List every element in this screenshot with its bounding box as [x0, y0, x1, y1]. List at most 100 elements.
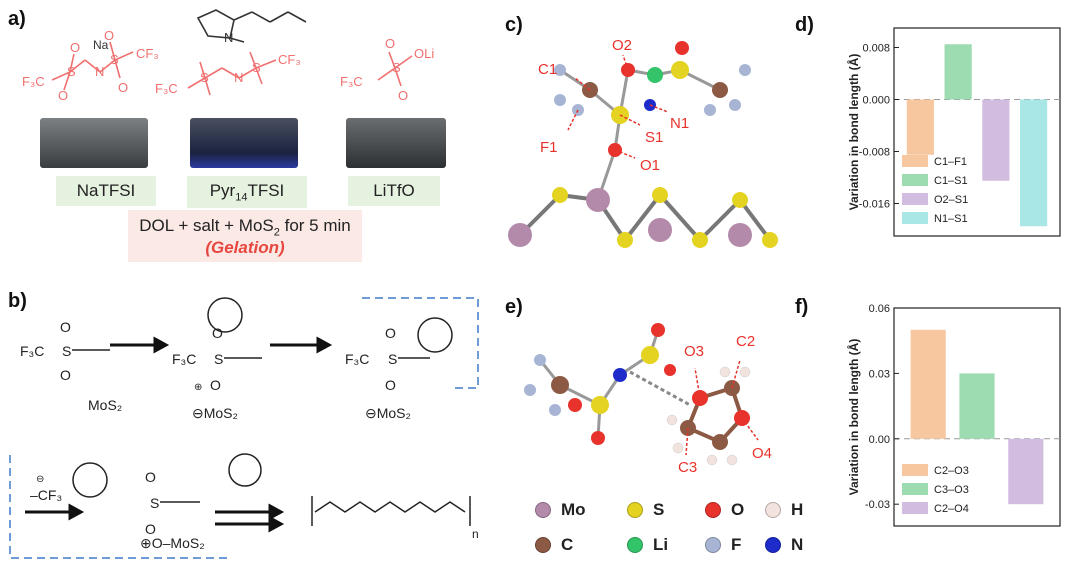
svg-text:F₃C: F₃C — [20, 343, 44, 359]
svg-text:MoS₂: MoS₂ — [88, 397, 122, 413]
svg-text:N: N — [95, 64, 104, 79]
svg-text:S: S — [252, 60, 261, 75]
label-o2: O2 — [612, 37, 632, 54]
svg-text:F₃C: F₃C — [340, 74, 363, 89]
dashed-highlight-box — [9, 297, 479, 559]
legend-swatch — [902, 483, 928, 495]
label-o4: O4 — [752, 445, 772, 462]
svg-text:O: O — [212, 325, 223, 341]
y-axis-label: Variation in bond length (Å) — [846, 339, 861, 496]
label-c3: C3 — [678, 459, 697, 476]
legend-swatch — [902, 155, 928, 167]
svg-text:O: O — [385, 36, 395, 51]
svg-text:F₃C: F₃C — [155, 81, 178, 96]
svg-text:O: O — [145, 469, 156, 485]
svg-text:Na: Na — [93, 38, 109, 52]
legend-label: C2–O4 — [934, 503, 969, 515]
natfsi-structure — [51, 41, 134, 91]
legend-swatch — [902, 464, 928, 476]
f-dot — [705, 537, 721, 553]
label-s1: S1 — [645, 129, 663, 146]
bar-f-2 — [1008, 438, 1044, 505]
atom-legend-o: O — [705, 500, 744, 520]
atom-legend-h: H — [765, 500, 803, 520]
svg-text:⊕: ⊕ — [194, 382, 202, 393]
y-tick-label: 0.06 — [869, 303, 890, 315]
c-dot — [535, 537, 551, 553]
pyr14tfsi-structure — [187, 51, 277, 96]
legend-label: O2–S1 — [934, 194, 968, 206]
legend-label: C3–O3 — [934, 484, 969, 496]
svg-text:F₃C: F₃C — [172, 351, 196, 367]
panel-label-d: d) — [795, 14, 814, 36]
plot-frame — [893, 27, 1061, 237]
svg-text:O: O — [210, 377, 221, 393]
y-tick-label: 0.03 — [869, 368, 890, 380]
svg-text:O: O — [118, 80, 128, 95]
legend-label: N1–S1 — [934, 213, 968, 225]
label-n1: N1 — [670, 115, 689, 132]
label-o1: O1 — [640, 157, 660, 174]
svg-text:O: O — [385, 377, 396, 393]
svg-text:O: O — [398, 88, 408, 103]
legend-swatch — [902, 212, 928, 224]
atom-legend-f: F — [705, 535, 741, 555]
y-tick-label: -0.03 — [865, 499, 890, 511]
label-c2: C2 — [736, 333, 755, 350]
atom-legend-c: C — [535, 535, 573, 555]
litfo-vial-photo — [346, 118, 446, 168]
legend-label: C1–S1 — [934, 175, 968, 187]
label-c1: C1 — [538, 61, 557, 78]
pyrrolidinium-ring — [196, 9, 307, 43]
panel-label-b: b) — [8, 290, 27, 312]
svg-text:–CF₃: –CF₃ — [30, 487, 62, 503]
y-tick-label: -0.008 — [859, 147, 890, 159]
svg-text:OLi: OLi — [414, 46, 434, 61]
bar-d-3 — [1020, 99, 1048, 227]
svg-text:⊕O–MoS₂: ⊕O–MoS₂ — [140, 535, 205, 551]
chart-f-svg: 0.06 0.03 0.00 -0.03 Variation in bond lengt… — [846, 303, 1061, 527]
svg-text:CF₃: CF₃ — [136, 46, 159, 61]
svg-text:F₃C: F₃C — [22, 74, 45, 89]
bar-f-0 — [910, 329, 946, 439]
chart-f: 0.06 0.03 0.00 -0.03 Variation in bond lengt… — [820, 300, 1080, 540]
svg-text:F₃C: F₃C — [345, 351, 369, 367]
bar-d-1 — [944, 44, 972, 100]
svg-text:N: N — [224, 30, 233, 45]
panel-e-molecular-model: O3 C2 C3 O4 — [524, 323, 772, 476]
y-tick-label: -0.016 — [859, 199, 890, 211]
salt-label-litfo: LiTfO — [348, 176, 440, 206]
salt-label-pyr14tfsi: Pyr14TFSI — [187, 176, 307, 209]
bar-f-1 — [959, 373, 995, 439]
atom-legend-li: Li — [627, 535, 668, 555]
label-o3: O3 — [684, 343, 704, 360]
legend-swatch — [902, 174, 928, 186]
svg-text:O: O — [60, 319, 71, 335]
svg-text:S: S — [150, 495, 159, 511]
legend-label: C2–O3 — [934, 465, 969, 477]
svg-text:S: S — [67, 64, 76, 79]
svg-text:S: S — [388, 351, 397, 367]
litfo-structure — [377, 51, 413, 87]
svg-text:S: S — [110, 52, 119, 67]
panel-label-a: a) — [8, 8, 26, 30]
pyr14tfsi-vial-photo — [190, 118, 298, 168]
y-axis-label: Variation in bond length (Å) — [846, 54, 861, 211]
svg-text:O: O — [385, 325, 396, 341]
y-tick-label: 0.00 — [869, 434, 890, 446]
svg-text:O: O — [104, 28, 114, 43]
svg-text:⊖MoS₂: ⊖MoS₂ — [365, 405, 411, 421]
svg-text:CF₃: CF₃ — [278, 52, 301, 67]
svg-text:N: N — [234, 70, 243, 85]
legend-swatch — [902, 502, 928, 514]
svg-text:n: n — [472, 527, 479, 541]
panel-label-c: c) — [505, 14, 523, 36]
plot-frame — [893, 307, 1061, 527]
mo-dot — [535, 502, 551, 518]
gelation-emphasis: (Gelation) — [205, 238, 285, 258]
svg-text:O: O — [60, 367, 71, 383]
